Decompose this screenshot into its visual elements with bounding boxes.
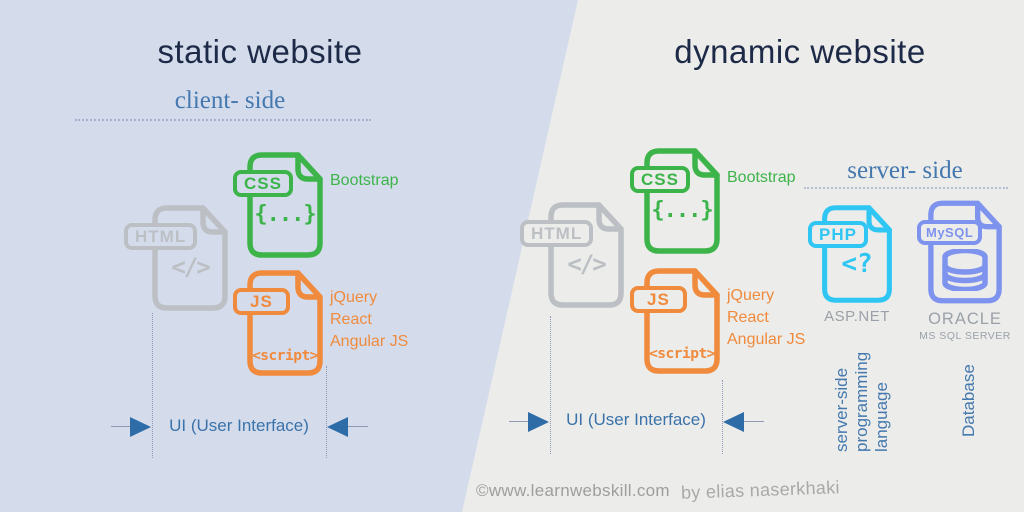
angularjs-label: Angular JS (330, 333, 409, 350)
client-side-divider (75, 119, 371, 121)
credit-line: ©www.learnwebskill.com by elias naserkha… (476, 477, 841, 503)
html-badge: HTML (124, 223, 198, 250)
braces-glyph: {...} (254, 202, 316, 227)
ui-label: UI (User Interface) (566, 410, 706, 429)
arrow-right-icon (130, 417, 151, 437)
css-badge: CSS (630, 166, 690, 193)
js-frameworks-list: jQuery React Angular JS (330, 287, 408, 353)
php-file-icon: PHP <? (808, 203, 894, 305)
author-credit: by elias naserkhaki (680, 477, 841, 503)
js-frameworks-list: jQuery React Angular JS (727, 285, 805, 351)
ui-bracket-left-line (550, 316, 551, 454)
bootstrap-label: Bootstrap (727, 169, 796, 186)
file-outline-icon (548, 202, 624, 308)
css-file-icon: CSS {...} (630, 146, 722, 256)
braces-glyph: {...} (651, 198, 713, 223)
css-file-icon: CSS {...} (233, 150, 325, 260)
code-tag-glyph: </> (567, 250, 606, 278)
arrow-stub (744, 421, 764, 422)
oracle-label: ORACLE (928, 310, 1002, 328)
js-file-icon: JS <script> (630, 266, 722, 376)
file-outline-icon (822, 205, 892, 303)
note-line: language (872, 382, 891, 452)
react-label: React (727, 309, 769, 326)
react-label: React (330, 311, 372, 328)
static-website-title: static website (157, 33, 363, 70)
html-file-icon: HTML </> (520, 200, 626, 310)
ui-bracket-left-line (152, 313, 153, 458)
aspnet-label: ASP.NET (824, 308, 890, 325)
angularjs-label: Angular JS (727, 331, 806, 348)
file-outline-icon (644, 268, 720, 374)
file-outline-icon (152, 205, 228, 311)
mysql-file-icon: MySQL (917, 198, 1004, 306)
jquery-label: jQuery (727, 287, 775, 304)
js-badge: JS (630, 286, 687, 313)
script-tag-glyph: <script> (649, 346, 715, 362)
php-tag-glyph: <? (841, 249, 873, 279)
server-side-divider (804, 187, 1008, 189)
site-credit: ©www.learnwebskill.com (476, 481, 670, 500)
file-outline-icon (247, 152, 323, 258)
php-badge: PHP (808, 221, 868, 248)
note-line: server-side (832, 367, 851, 452)
code-tag-glyph: </> (171, 253, 210, 281)
arrow-stub (111, 426, 130, 427)
js-file-icon: JS <script> (233, 268, 325, 378)
arrow-left-icon (327, 417, 348, 437)
script-tag-glyph: <script> (252, 348, 318, 364)
arrow-left-icon (723, 412, 744, 432)
arrow-right-icon (528, 412, 549, 432)
file-outline-icon (247, 270, 323, 376)
client-side-label: client- side (174, 87, 286, 114)
dynamic-website-title: dynamic website (674, 33, 926, 70)
database-note: Database (959, 364, 978, 437)
file-outline-icon (644, 148, 720, 254)
bootstrap-label: Bootstrap (330, 172, 399, 189)
server-language-note: server-side programming language (832, 332, 892, 452)
arrow-stub (509, 421, 528, 422)
note-line: programming (852, 351, 871, 452)
arrow-stub (348, 426, 368, 427)
js-badge: JS (233, 288, 290, 315)
database-cylinder-icon (942, 249, 988, 291)
ui-bracket-right-line (326, 366, 327, 458)
mssql-label: MS SQL SERVER (919, 330, 1011, 342)
css-badge: CSS (233, 170, 293, 197)
html-file-icon: HTML </> (124, 203, 230, 313)
mysql-badge: MySQL (917, 220, 983, 245)
server-side-label: server- side (847, 157, 963, 184)
jquery-label: jQuery (330, 289, 378, 306)
ui-bracket-right-line (722, 380, 723, 454)
html-badge: HTML (520, 220, 594, 247)
ui-label: UI (User Interface) (169, 416, 309, 435)
